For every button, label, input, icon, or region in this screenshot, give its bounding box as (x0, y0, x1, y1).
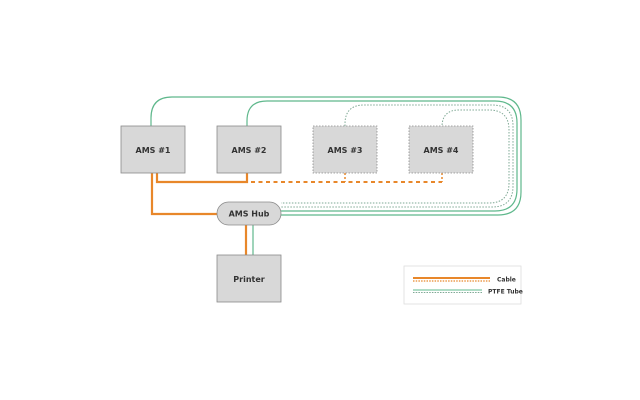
node-ams2[interactable]: AMS #2 (216, 125, 282, 174)
ams4-label: AMS #4 (424, 146, 459, 155)
legend-tube-swatch (413, 289, 482, 293)
node-ams-hub[interactable]: AMS Hub (216, 201, 282, 226)
node-ams3[interactable]: AMS #3 (312, 125, 378, 174)
node-ams1[interactable]: AMS #1 (120, 125, 186, 174)
node-printer[interactable]: Printer (216, 254, 282, 303)
printer-label: Printer (233, 275, 264, 284)
cable-ams1-hub (150, 173, 217, 216)
ptfe-tubes (150, 96, 522, 255)
legend-tube-label: PTFE Tube (488, 289, 523, 296)
tube-ams3 (281, 104, 514, 208)
ams3-label: AMS #3 (328, 146, 363, 155)
tube-ams1 (150, 96, 522, 216)
cable-ams1-ams2 (155, 173, 249, 184)
tube-ams2 (246, 100, 518, 212)
ams2-label: AMS #2 (232, 146, 267, 155)
legend-cable-swatch (413, 277, 490, 282)
hub-label: AMS Hub (229, 210, 270, 219)
ams1-label: AMS #1 (136, 146, 171, 155)
node-ams4[interactable]: AMS #4 (408, 125, 474, 174)
cables (150, 173, 443, 255)
legend: Cable PTFE Tube (403, 265, 523, 305)
legend-cable-label: Cable (497, 277, 516, 284)
